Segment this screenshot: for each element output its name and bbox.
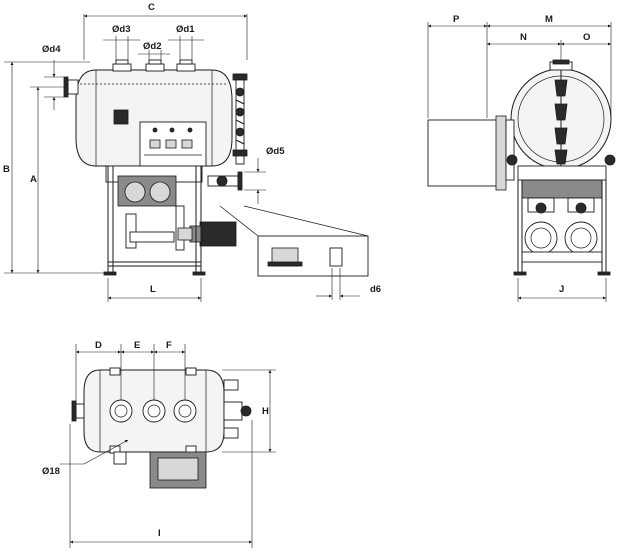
front-nozzle-d3 [112, 59, 132, 72]
front-nozzle-d2 [145, 59, 165, 72]
top-dimensions: D E F H I Ø18 [42, 340, 276, 548]
front-nozzle-d4 [63, 76, 79, 98]
dim-label-o: O [583, 32, 590, 43]
dim-label-c: C [148, 2, 155, 13]
side-dimensions: P M N O J [427, 14, 612, 302]
dim-label-l: L [150, 284, 156, 295]
front-control-panel [113, 109, 207, 167]
dim-label-d2: Ød2 [143, 41, 161, 52]
dim-label-i: I [158, 528, 161, 539]
dim-label-j: J [559, 284, 564, 295]
dim-label-d3: Ød3 [112, 24, 130, 35]
side-frame [513, 180, 611, 276]
dim-label-m: M [545, 14, 553, 25]
side-pump-skid [506, 154, 616, 263]
dim-label-d6: d6 [370, 284, 381, 295]
front-outlet-d5 [207, 171, 243, 191]
front-frame [103, 166, 206, 276]
top-nozzles [109, 399, 197, 423]
front-view: C Ød3 Ød2 Ød1 Ød4 B [3, 2, 381, 302]
dim-label-h: H [262, 406, 269, 417]
dim-label-b: B [3, 164, 10, 175]
front-dimensions: C Ød3 Ød2 Ød1 Ød4 B [3, 2, 381, 302]
front-nozzle-d1 [176, 59, 196, 72]
dim-label-e: E [134, 340, 140, 351]
front-detail-inset [219, 205, 369, 277]
dim-label-d: D [95, 340, 102, 351]
dim-label-f: F [166, 340, 172, 351]
top-side-fittings [71, 379, 252, 439]
side-view: P M N O J [427, 14, 616, 302]
front-level-gauge [232, 73, 248, 165]
dim-label-a: A [30, 174, 37, 185]
side-control-box [427, 115, 515, 191]
front-pump-skid [105, 165, 237, 251]
top-view: D E F H I Ø18 [42, 340, 276, 548]
dim-label-d4: Ød4 [42, 44, 61, 55]
dim-label-d5: Ød5 [266, 146, 285, 157]
dim-label-p: P [453, 14, 460, 25]
dim-label-d18: Ø18 [42, 466, 60, 477]
dim-label-n: N [520, 32, 527, 43]
side-tank [510, 59, 612, 170]
dim-label-d1: Ød1 [176, 24, 195, 35]
top-pump [113, 451, 207, 489]
